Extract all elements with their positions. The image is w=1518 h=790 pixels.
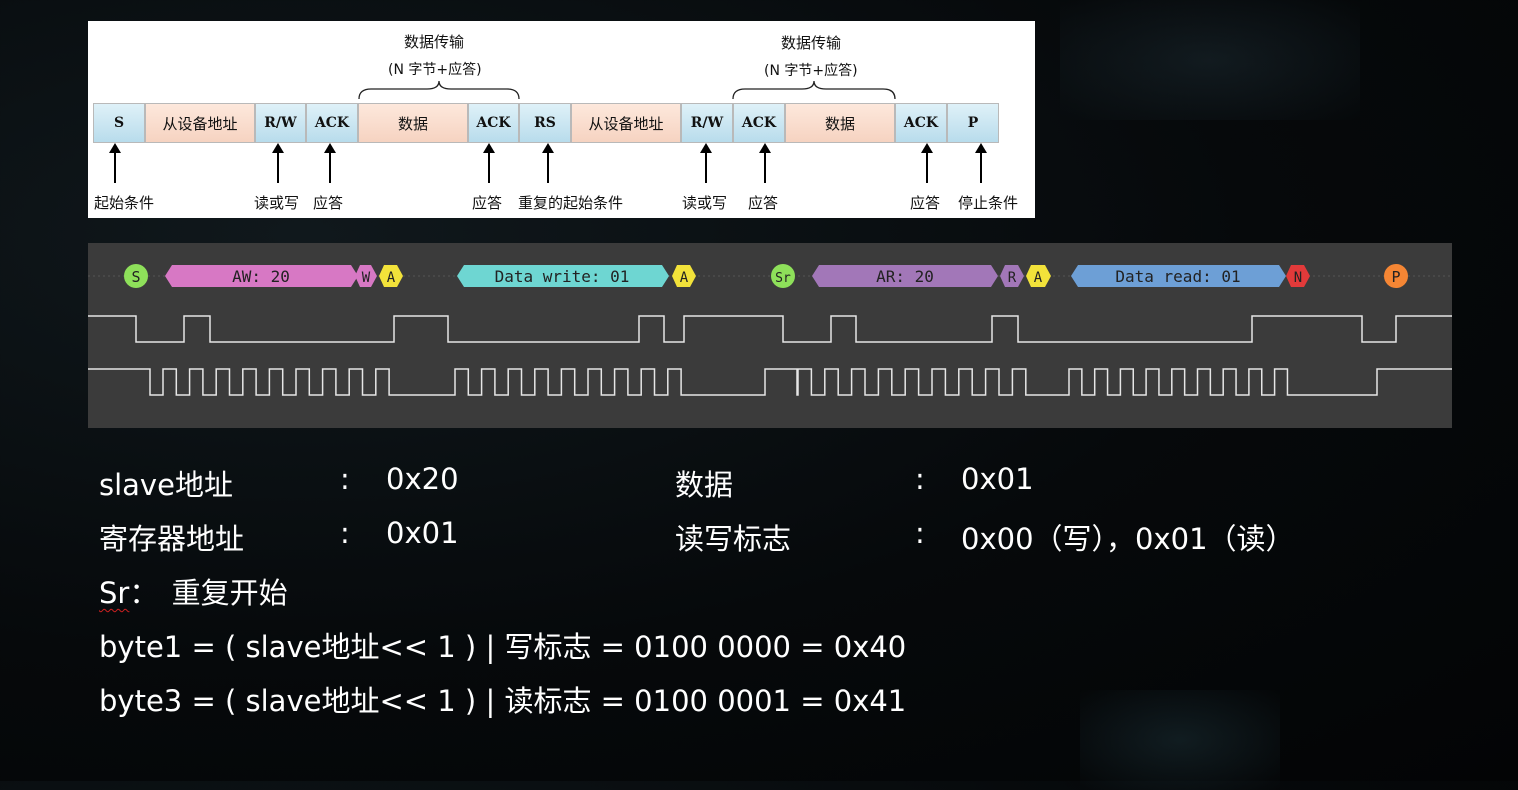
marker-stop [1384, 264, 1408, 288]
scl-trace [88, 368, 1452, 396]
colon: : [340, 516, 350, 550]
sr-definition: Sr： 重复开始 [99, 570, 288, 612]
capture-svg: S AW: 20 W A Data write: 01 A Sr AR: 20 … [88, 264, 1452, 396]
label-repeated-start: 重复的起始条件 [518, 194, 624, 212]
marker-addr-read-text: AR: 20 [876, 267, 934, 286]
label-read-or-write: 读或写 [254, 194, 300, 212]
arrow-up [483, 143, 495, 183]
arrow-up [759, 143, 771, 183]
data-value: 0x01 [961, 462, 1034, 496]
brace-left [358, 80, 520, 100]
marker-r-text: R [1008, 270, 1017, 286]
brace-right [732, 80, 896, 100]
data-label: 数据 [675, 468, 734, 502]
logic-analyzer-capture: S AW: 20 W A Data write: 01 A Sr AR: 20 … [88, 243, 1452, 428]
marker-r [1000, 265, 1024, 287]
sr-separator: ： [129, 576, 159, 610]
segment-start: S [93, 103, 145, 143]
arrow-up [975, 143, 987, 183]
marker-ack-text: A [387, 270, 396, 286]
marker-data-read-text: Data read: 01 [1115, 267, 1240, 286]
marker-repeat-start [771, 264, 795, 288]
colon: : [915, 516, 925, 550]
marker-ack [672, 265, 696, 287]
background-glow [1060, 0, 1360, 120]
top-label-title: 数据传输 [781, 34, 842, 52]
marker-data-read [1071, 265, 1286, 287]
register-address-value: 0x01 [386, 516, 459, 550]
segment-data: 数据 [358, 103, 468, 143]
marker-ack-text: A [680, 270, 689, 286]
segment-slave-address: 从设备地址 [145, 103, 255, 143]
marker-ack [1026, 265, 1051, 287]
segment-data: 数据 [785, 103, 895, 143]
marker-addr-write [165, 265, 358, 287]
arrow-up [921, 143, 933, 183]
segment-repeated-start: RS [519, 103, 571, 143]
segment-ack: ACK [895, 103, 947, 143]
i2c-frame-diagram: 数据传输 (N 字节+应答) 数据传输 (N 字节+应答) S 从设备地址 R/… [88, 21, 1035, 218]
marker-nack [1286, 265, 1310, 287]
segment-ack: ACK [733, 103, 785, 143]
arrow-up [109, 143, 121, 183]
top-label-sub: (N 字节+应答) [388, 62, 482, 78]
byte3-formula: byte3 = ( slave地址<< 1 ) | 读标志 = 0100 000… [99, 684, 907, 718]
label-ack: 应答 [910, 194, 941, 212]
marker-nack-text: N [1294, 270, 1302, 286]
sda-trace [88, 315, 1452, 343]
marker-w [355, 265, 377, 287]
label-ack: 应答 [748, 194, 779, 212]
marker-start [124, 264, 148, 288]
rw-flag-label: 读写标志 [675, 522, 792, 556]
marker-stop-text: P [1391, 268, 1400, 286]
segment-rw: R/W [255, 103, 306, 143]
slave-address-label: slave地址 [99, 468, 233, 502]
colon: : [340, 462, 350, 496]
marker-w-text: W [362, 270, 371, 286]
rw-flag-value: 0x00（写），0x01（读） [961, 522, 1295, 556]
arrow-up [324, 143, 336, 183]
sr-description: 重复开始 [171, 576, 288, 610]
segment-rw: R/W [681, 103, 733, 143]
marker-ack-text: A [1034, 270, 1043, 286]
marker-start-text: S [131, 268, 140, 286]
arrow-up [272, 143, 284, 183]
label-stop-condition: 停止条件 [958, 194, 1019, 212]
label-ack: 应答 [472, 194, 503, 212]
slave-address-value: 0x20 [386, 462, 459, 496]
arrow-up [542, 143, 554, 183]
marker-addr-read [812, 265, 998, 287]
label-read-or-write: 读或写 [682, 194, 728, 212]
register-address-label: 寄存器地址 [99, 522, 245, 556]
top-label-sub: (N 字节+应答) [764, 63, 858, 79]
segment-ack: ACK [306, 103, 358, 143]
segment-slave-address: 从设备地址 [571, 103, 681, 143]
marker-repeat-start-text: Sr [775, 271, 791, 286]
marker-ack [379, 265, 403, 287]
segment-ack: ACK [468, 103, 519, 143]
arrow-up [700, 143, 712, 183]
colon: : [915, 462, 925, 496]
marker-data-write [457, 265, 669, 287]
label-ack: 应答 [313, 194, 344, 212]
top-label-title: 数据传输 [404, 33, 465, 51]
marker-addr-write-text: AW: 20 [232, 267, 290, 286]
segment-stop: P [947, 103, 999, 143]
sr-abbr: Sr [99, 576, 130, 610]
label-start-condition: 起始条件 [94, 194, 155, 212]
background-glow [1080, 690, 1280, 790]
marker-data-write-text: Data write: 01 [495, 267, 630, 286]
byte1-formula: byte1 = ( slave地址<< 1 ) | 写标志 = 0100 000… [99, 630, 907, 664]
